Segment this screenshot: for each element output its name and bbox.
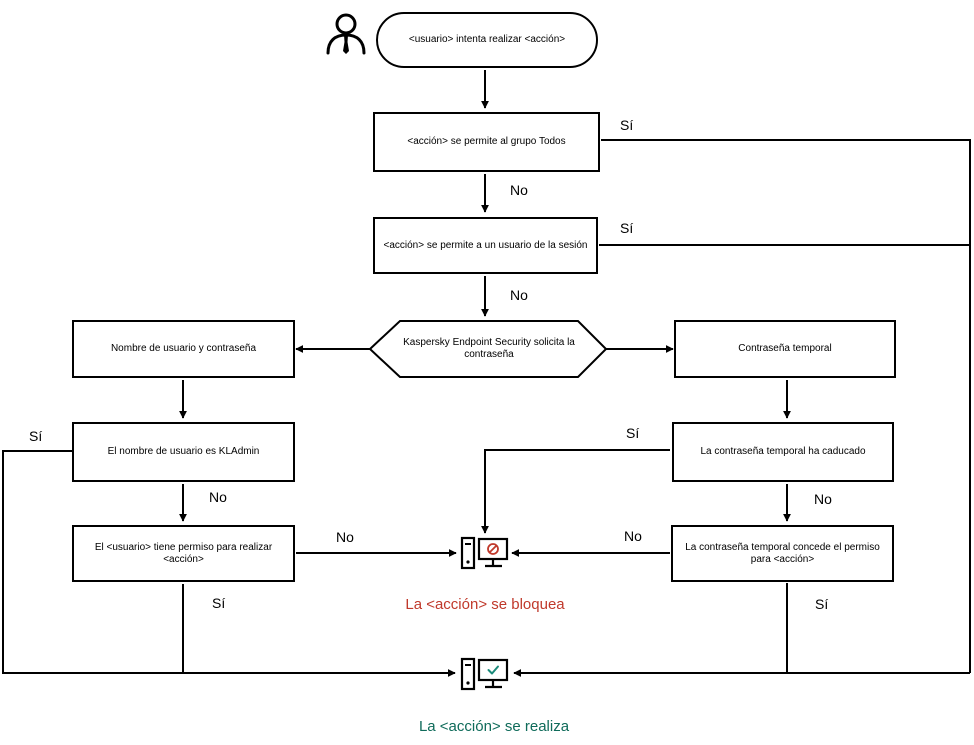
label-si-grants: Sí <box>815 596 829 612</box>
node-user-has-permission-text: El <usuario> tiene permiso para realizar… <box>94 541 273 565</box>
line-kladmin-si <box>2 450 456 677</box>
label-si-group: Sí <box>620 117 634 133</box>
label-si-kladmin: Sí <box>29 428 43 444</box>
label-si-permission: Sí <box>212 595 226 611</box>
node-kes-asks-text: Kaspersky Endpoint Security solicita la … <box>403 337 575 360</box>
result-allowed: La <acción> se realiza <box>418 718 570 735</box>
node-temp-grants-text: La contraseña temporal concede el permis… <box>685 541 880 565</box>
node-is-kladmin: El nombre de usuario es KLAdmin <box>72 422 295 482</box>
label-si-expired: Sí <box>626 425 640 441</box>
start-node: <usuario> intenta realizar <acción> <box>376 12 598 68</box>
kes-decision-shape <box>368 320 608 378</box>
start-node-text: <usuario> intenta realizar <acción> <box>408 34 566 45</box>
label-no-group: No <box>510 182 528 198</box>
label-no-session: No <box>510 287 528 303</box>
node-temp-expired: La contraseña temporal ha caducado <box>672 422 894 482</box>
label-no-grants: No <box>624 528 642 544</box>
node-temp-password-text: Contraseña temporal <box>738 343 832 354</box>
node-user-password: Nombre de usuario y contraseña <box>72 320 295 378</box>
node-group-all: <acción> se permite al grupo Todos <box>373 112 600 172</box>
node-user-has-permission: El <usuario> tiene permiso para realizar… <box>72 525 295 582</box>
node-session-user: <acción> se permite a un usuario de la s… <box>373 217 598 274</box>
result-blocked: La <acción> se bloquea <box>405 596 565 613</box>
node-temp-grants: La contraseña temporal concede el permis… <box>671 525 894 582</box>
label-no-permission: No <box>336 529 354 545</box>
node-is-kladmin-text: El nombre de usuario es KLAdmin <box>107 446 260 457</box>
label-no-kladmin: No <box>209 489 227 505</box>
node-temp-password: Contraseña temporal <box>674 320 896 378</box>
computer-blocked-icon <box>460 536 509 570</box>
node-temp-expired-text: La contraseña temporal ha caducado <box>700 446 866 457</box>
computer-allowed-icon <box>460 657 509 691</box>
node-user-password-text: Nombre de usuario y contraseña <box>110 343 257 354</box>
node-kes-asks: Kaspersky Endpoint Security solicita la … <box>390 322 588 376</box>
label-si-session: Sí <box>620 220 634 236</box>
line-expired-si <box>481 449 670 534</box>
user-icon <box>326 13 366 55</box>
line-group-si <box>601 139 971 673</box>
node-group-all-text: <acción> se permite al grupo Todos <box>407 136 566 147</box>
node-session-user-text: <acción> se permite a un usuario de la s… <box>383 239 588 251</box>
label-no-expired: No <box>814 491 832 507</box>
